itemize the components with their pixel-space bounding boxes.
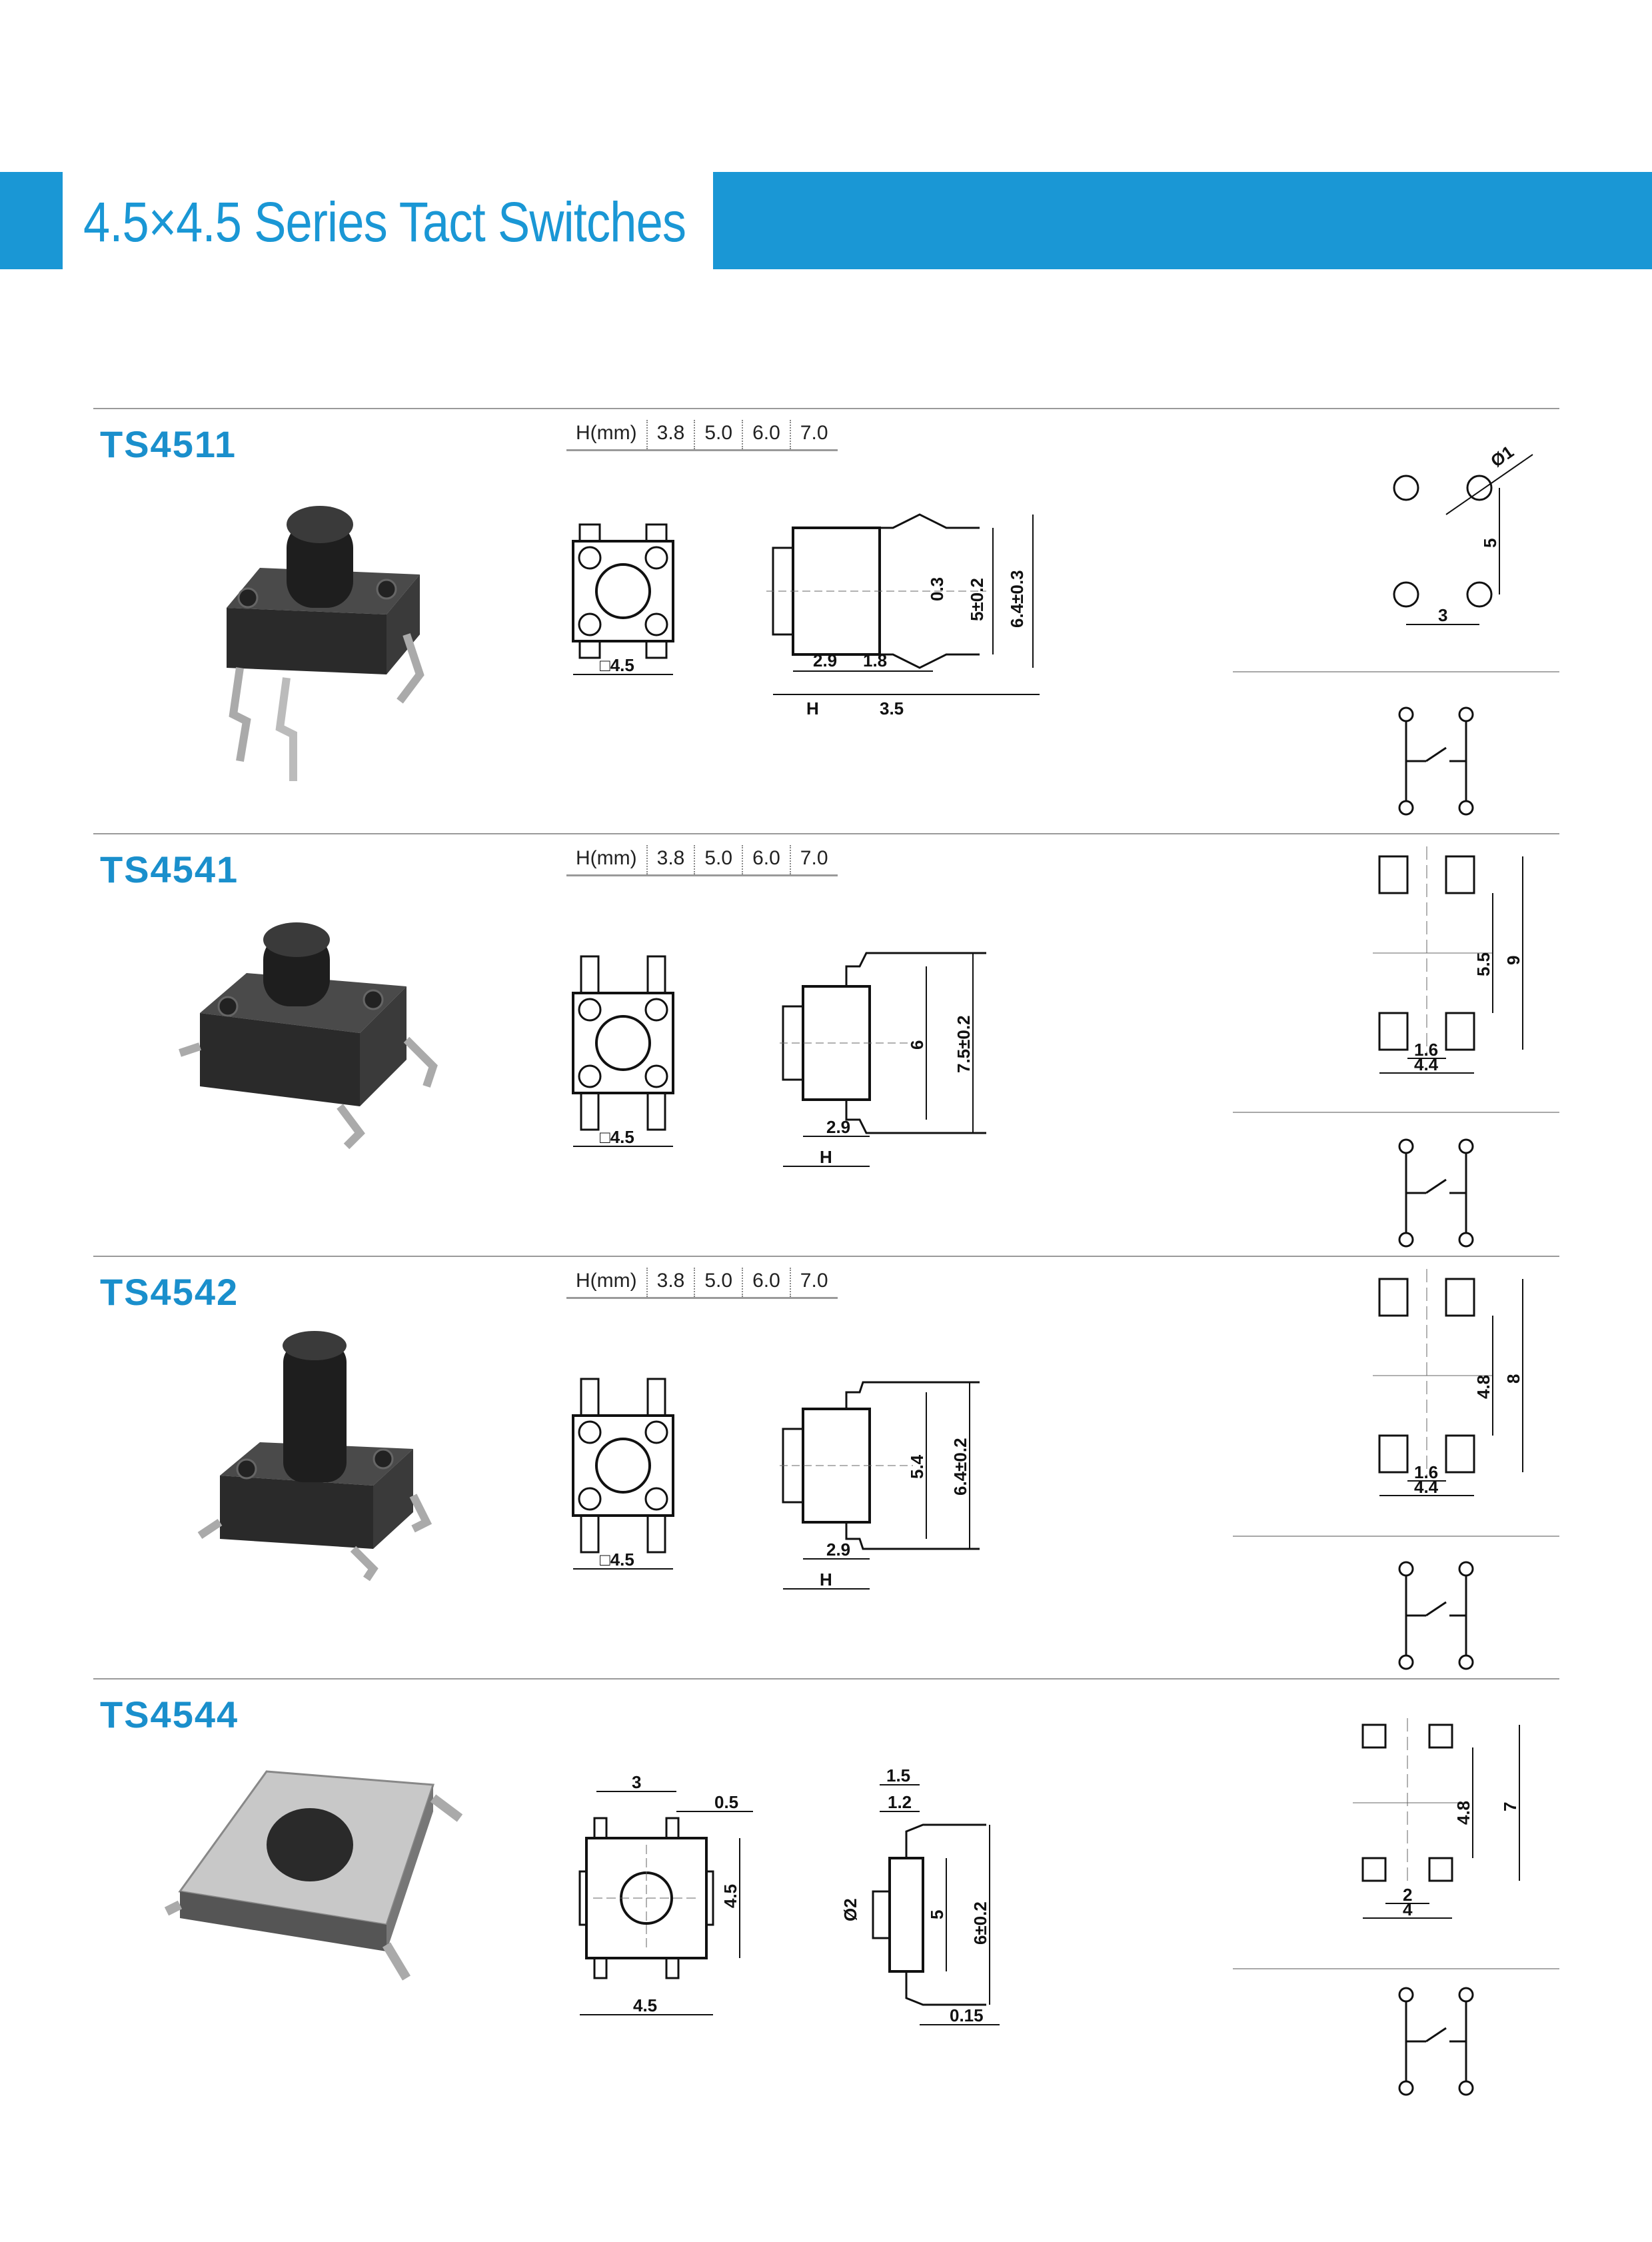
dim-front-size: □4.5 bbox=[600, 1550, 634, 1570]
h-label: H(mm) bbox=[576, 1270, 637, 1292]
front-view-drawing: □4.5 bbox=[572, 955, 674, 1147]
dim-side-t1: 1.5 bbox=[886, 1765, 910, 1785]
page-title: 4.5×4.5 Series Tact Switches bbox=[83, 191, 686, 253]
dim-side-d1: 2.9 bbox=[826, 1540, 850, 1560]
pcb-layout-drawing: Ø1 5 3 bbox=[1393, 441, 1533, 625]
dim-side-v2: 6 bbox=[907, 1040, 927, 1050]
dim-side-v2: 5±0.2 bbox=[967, 578, 987, 621]
h-value: 5.0 bbox=[694, 845, 742, 874]
dim-side-v3: 6.4±0.2 bbox=[950, 1438, 970, 1496]
dim-pcb-outer-v: 8 bbox=[1503, 1374, 1523, 1384]
model-name: TS4511 bbox=[100, 423, 237, 465]
h-value: 6.0 bbox=[742, 1268, 790, 1297]
dim-pcb-outer-v: 9 bbox=[1503, 956, 1523, 965]
dim-pcb-inner-v: 4.8 bbox=[1453, 1801, 1473, 1825]
h-label: H(mm) bbox=[576, 847, 637, 869]
front-view-drawing: 3 0.5 4.5 4.5 bbox=[578, 1772, 753, 2015]
dim-pcb-inner-h: 1.6 bbox=[1414, 1462, 1438, 1482]
dim-side-v2: 5.4 bbox=[907, 1454, 927, 1479]
h-value: 3.8 bbox=[646, 420, 694, 449]
side-view-drawing: 2.9 H 6 7.5±0.2 bbox=[780, 952, 986, 1167]
h-value: 5.0 bbox=[694, 1268, 742, 1297]
inner-separator bbox=[1233, 1968, 1559, 1969]
h-value: 5.0 bbox=[694, 420, 742, 449]
dim-front-right-v: 4.5 bbox=[720, 1884, 740, 1908]
model-name: TS4544 bbox=[100, 1693, 239, 1735]
dim-side-d1: 2.9 bbox=[826, 1117, 850, 1137]
switch-schematic bbox=[1398, 1138, 1474, 1248]
side-view-drawing: 2.9 1.8 H 3.5 0.3 5±0.2 6.4±0.3 bbox=[766, 513, 1040, 718]
inner-separator bbox=[1233, 1112, 1559, 1113]
dim-front-bottom: 4.5 bbox=[633, 1995, 657, 2015]
h-value: 7.0 bbox=[789, 1268, 838, 1297]
dim-side-d3: H bbox=[820, 1570, 832, 1590]
side-view-drawing: 1.5 1.2 Ø2 5 6±0.2 0.15 bbox=[840, 1765, 1000, 2025]
h-table: H(mm) 3.8 5.0 6.0 7.0 bbox=[566, 420, 838, 451]
h-value: 6.0 bbox=[742, 420, 790, 449]
dim-pcb-outer-h: 4 bbox=[1403, 1899, 1413, 1919]
pcb-layout-drawing: 4.8 8 1.6 4.4 bbox=[1373, 1269, 1523, 1497]
dim-side-v3: 7.5±0.2 bbox=[954, 1015, 974, 1073]
dim-pcb-outer-v: 7 bbox=[1500, 1802, 1520, 1811]
header-bar-left bbox=[0, 172, 63, 269]
section-separator bbox=[93, 833, 1559, 834]
dim-side-v1: 0.3 bbox=[927, 577, 947, 601]
section-separator bbox=[93, 408, 1559, 409]
h-value: 6.0 bbox=[742, 845, 790, 874]
dim-front-size: □4.5 bbox=[600, 655, 634, 675]
model-name: TS4541 bbox=[100, 848, 239, 890]
dim-front-size: □4.5 bbox=[600, 1127, 634, 1147]
dim-side-v3: 6.4±0.3 bbox=[1007, 570, 1027, 628]
front-view-drawing: □4.5 bbox=[572, 523, 674, 675]
dim-side-d2: 1.8 bbox=[863, 650, 887, 670]
h-value: 7.0 bbox=[789, 845, 838, 874]
pcb-layout-drawing: 5.5 9 1.6 4.4 bbox=[1373, 846, 1523, 1074]
product-photo bbox=[179, 922, 438, 1150]
dim-side-dia: Ø2 bbox=[840, 1898, 860, 1921]
dim-pcb-h: 3 bbox=[1438, 605, 1447, 625]
switch-schematic bbox=[1398, 1987, 1474, 2096]
h-table: H(mm) 3.8 5.0 6.0 7.0 bbox=[566, 845, 838, 876]
dim-pcb-dia: Ø1 bbox=[1487, 441, 1517, 471]
dim-side-d3: H bbox=[806, 698, 819, 718]
inner-separator bbox=[1233, 1536, 1559, 1537]
section-separator bbox=[93, 1256, 1559, 1257]
h-value: 7.0 bbox=[789, 420, 838, 449]
dim-pcb-outer-h: 4.4 bbox=[1414, 1477, 1439, 1497]
section-separator bbox=[93, 1678, 1559, 1680]
front-view-drawing: □4.5 bbox=[572, 1378, 674, 1570]
dim-side-t2: 1.2 bbox=[888, 1792, 912, 1812]
model-name: TS4542 bbox=[100, 1271, 239, 1313]
dim-pcb-inner-h: 2 bbox=[1403, 1885, 1412, 1905]
header-bar-right bbox=[713, 172, 1652, 269]
dim-side-v2: 6±0.2 bbox=[970, 1901, 990, 1945]
product-photo bbox=[227, 506, 424, 781]
h-value: 3.8 bbox=[646, 1268, 694, 1297]
dim-front-top-a: 3 bbox=[632, 1772, 641, 1792]
side-view-drawing: 2.9 H 5.4 6.4±0.2 bbox=[780, 1381, 980, 1590]
dim-side-v1: 5 bbox=[927, 1910, 947, 1919]
dim-pcb-inner-v: 4.8 bbox=[1473, 1375, 1493, 1399]
h-label: H(mm) bbox=[576, 422, 637, 444]
dim-side-d3: H bbox=[820, 1147, 832, 1167]
dim-pcb-inner-v: 5.5 bbox=[1473, 952, 1493, 976]
dim-pcb-v: 5 bbox=[1480, 539, 1500, 548]
switch-schematic bbox=[1398, 706, 1474, 816]
dim-front-top-b: 0.5 bbox=[714, 1792, 738, 1812]
dim-side-b1: 0.15 bbox=[950, 2005, 984, 2025]
dim-pcb-outer-h: 4.4 bbox=[1414, 1054, 1439, 1074]
dim-side-d4: 3.5 bbox=[880, 698, 904, 718]
h-table: H(mm) 3.8 5.0 6.0 7.0 bbox=[566, 1268, 838, 1299]
dim-pcb-inner-h: 1.6 bbox=[1414, 1040, 1438, 1060]
dim-side-d1: 2.9 bbox=[813, 650, 837, 670]
product-photo bbox=[197, 1331, 432, 1582]
product-photo bbox=[164, 1770, 463, 1981]
switch-schematic bbox=[1398, 1561, 1474, 1670]
pcb-layout-drawing: 4.8 7 2 4 bbox=[1353, 1718, 1520, 1919]
h-value: 3.8 bbox=[646, 845, 694, 874]
inner-separator bbox=[1233, 671, 1559, 672]
